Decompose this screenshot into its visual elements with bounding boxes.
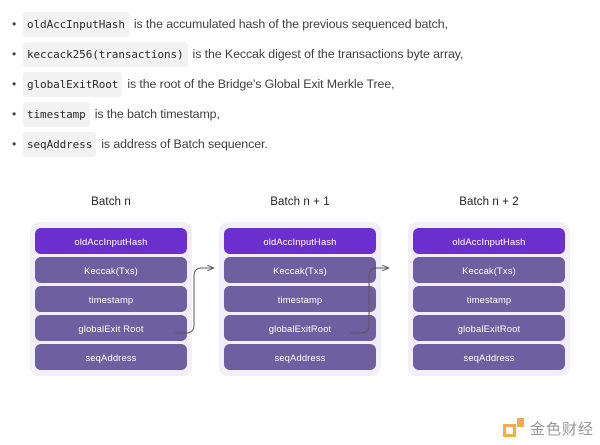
list-item: • oldAccInputHash is the accumulated has…: [0, 12, 600, 37]
list-item-text: is address of Batch sequencer.: [101, 136, 268, 151]
list-item: • seqAddress is address of Batch sequenc…: [0, 132, 600, 157]
code-chip: oldAccInputHash: [23, 12, 129, 37]
batch-row-old-acc-input-hash: oldAccInputHash: [224, 228, 376, 254]
bullet-dot-icon: •: [12, 16, 17, 31]
bullet-dot-icon: •: [12, 106, 17, 121]
watermark-text: 金色财经: [529, 420, 594, 438]
code-chip: timestamp: [23, 102, 90, 127]
code-chip: seqAddress: [23, 132, 97, 157]
bullet-dot-icon: •: [12, 46, 17, 61]
batch-column-n-plus-1: Batch n + 1 oldAccInputHash Keccak(Txs) …: [219, 196, 381, 376]
batch-row-old-acc-input-hash: oldAccInputHash: [35, 228, 187, 254]
batch-row-global-exit-root: globalExit Root: [35, 315, 187, 341]
batch-row-keccak-txs: Keccak(Txs): [224, 257, 376, 283]
code-chip: keccack256(transactions): [23, 42, 188, 67]
code-chip: globalExitRoot: [23, 72, 123, 97]
batch-card: oldAccInputHash Keccak(Txs) timestamp gl…: [408, 222, 570, 376]
list-item-text: is the batch timestamp,: [94, 106, 220, 121]
bullet-dot-icon: •: [12, 76, 17, 91]
batch-columns: Batch n oldAccInputHash Keccak(Txs) time…: [0, 196, 600, 376]
list-item-text: is the root of the Bridge's Global Exit …: [127, 76, 395, 91]
batch-card: oldAccInputHash Keccak(Txs) timestamp gl…: [219, 222, 381, 376]
batch-chain-diagram: Batch n oldAccInputHash Keccak(Txs) time…: [0, 196, 600, 445]
batch-title: Batch n + 2: [459, 196, 519, 208]
batch-row-old-acc-input-hash: oldAccInputHash: [413, 228, 565, 254]
batch-row-global-exit-root: globalExitRoot: [224, 315, 376, 341]
list-item-text: is the Keccak digest of the transactions…: [192, 46, 464, 61]
logo-square-outline: [502, 424, 516, 437]
batch-column-n: Batch n oldAccInputHash Keccak(Txs) time…: [30, 196, 192, 376]
batch-row-keccak-txs: Keccak(Txs): [413, 257, 565, 283]
batch-row-global-exit-root: globalExitRoot: [413, 315, 565, 341]
logo-square-solid: [516, 418, 524, 427]
list-item: • keccack256(transactions) is the Keccak…: [0, 42, 600, 67]
batch-row-seq-address: seqAddress: [224, 344, 376, 370]
batch-title: Batch n + 1: [270, 196, 330, 208]
batch-row-seq-address: seqAddress: [413, 344, 565, 370]
watermark: 金色财经: [502, 418, 594, 439]
batch-column-n-plus-2: Batch n + 2 oldAccInputHash Keccak(Txs) …: [408, 196, 570, 376]
definition-list: • oldAccInputHash is the accumulated has…: [0, 0, 600, 157]
list-item-text: is the accumulated hash of the previous …: [133, 16, 448, 31]
batch-row-timestamp: timestamp: [413, 286, 565, 312]
batch-title: Batch n: [91, 196, 131, 208]
jinse-logo-icon: [502, 418, 524, 439]
bullet-dot-icon: •: [12, 136, 17, 151]
batch-row-timestamp: timestamp: [35, 286, 187, 312]
batch-card: oldAccInputHash Keccak(Txs) timestamp gl…: [30, 222, 192, 376]
list-item: • timestamp is the batch timestamp,: [0, 102, 600, 127]
batch-row-keccak-txs: Keccak(Txs): [35, 257, 187, 283]
list-item: • globalExitRoot is the root of the Brid…: [0, 72, 600, 97]
batch-row-seq-address: seqAddress: [35, 344, 187, 370]
batch-row-timestamp: timestamp: [224, 286, 376, 312]
